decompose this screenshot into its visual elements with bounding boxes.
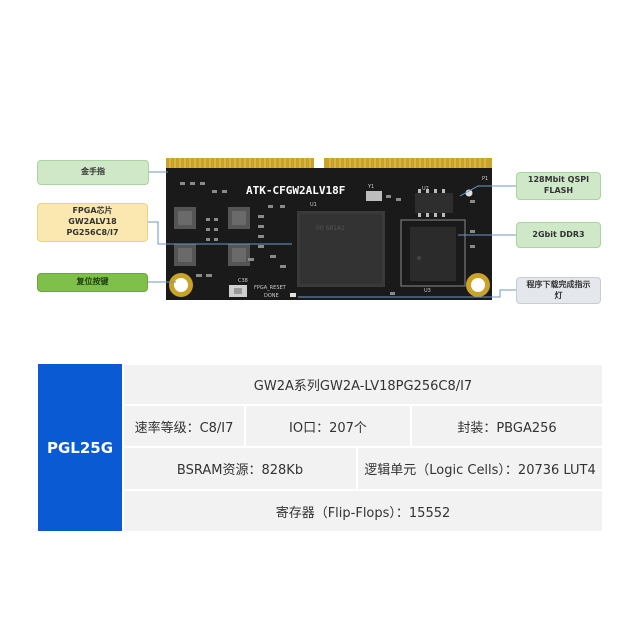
ddr-frame [400, 219, 466, 287]
spec-io: IO口：207个 [289, 420, 367, 436]
callout-led-line2: 灯 [554, 290, 563, 300]
mounting-hole-left [169, 273, 193, 297]
callout-reset-key: 复位按键 [37, 273, 148, 292]
c38-label: C38 [238, 278, 248, 284]
gold-finger-notch [314, 156, 324, 170]
spec-io-cell: IO口：207个 [246, 406, 410, 446]
mounting-hole-right [466, 273, 490, 297]
u3-label: U3 [424, 288, 431, 294]
spec-speed: 速率等级：C8/I7 [134, 420, 234, 436]
done-led [290, 293, 296, 297]
callout-ddr-text: 2Gbit DDR3 [532, 229, 585, 239]
leader-lines [148, 171, 516, 298]
gold-finger-pins [169, 158, 486, 168]
ddr-chip [410, 227, 456, 281]
spec-bsram-cell: BSRAM资源：828Kb [124, 448, 356, 489]
inductors [174, 207, 250, 266]
callout-flash-line1: 128Mbit QSPI [527, 175, 590, 185]
callout-flash: 128Mbit QSPI FLASH [516, 172, 601, 200]
u1-label: U1 [310, 202, 317, 208]
spec-speed-cell: 速率等级：C8/I7 [124, 406, 244, 446]
callout-fpga-chip-line3: PG256C8/I7 [66, 227, 119, 237]
callout-flash-line2: FLASH [543, 186, 574, 195]
callout-led-line1: 程序下载完成指示 [526, 279, 591, 289]
test-point [465, 189, 473, 197]
board-name-silkscreen: ATK-CFGW2ALV18F [246, 184, 345, 197]
fpga-chip-mark: 00 S81A1 [316, 225, 345, 232]
spec-package: 封装：PBGA256 [457, 420, 557, 436]
callout-led: 程序下载完成指示 灯 [516, 277, 601, 304]
y1-label: Y1 [367, 184, 374, 190]
spec-ff: 寄存器（Flip-Flops）：15552 [275, 505, 451, 521]
spec-ff-row: 寄存器（Flip-Flops）：15552 [124, 491, 602, 531]
fpga-reset-label: FPGA_RESET [254, 285, 287, 291]
callout-fpga-chip-line1: FPGA芯片 [72, 206, 113, 216]
spec-logic: 逻辑单元（Logic Cells）：20736 LUT4 [364, 463, 596, 478]
crystal [366, 191, 382, 201]
spec-model-name: PGL25G [46, 438, 114, 457]
u2-label: U2 [422, 186, 429, 192]
done-label: DONE [264, 293, 279, 299]
flash-chip [415, 193, 453, 213]
p1-label: P1 [482, 176, 488, 182]
callout-fpga-chip-line2: GW2ALV18 [68, 217, 117, 227]
board-diagram: ATK-CFGW2ALV18F P1 U1 U2 U3 Y1 00 S81A1 [148, 156, 516, 300]
spec-series: GW2A系列GW2A-LV18PG256C8/I7 [253, 379, 473, 394]
spec-logic-cell: 逻辑单元（Logic Cells）：20736 LUT4 [358, 448, 602, 489]
callout-reset-key-text: 复位按键 [76, 277, 109, 287]
spec-model-block: PGL25G [38, 364, 122, 531]
callout-fpga-chip: FPGA芯片 GW2ALV18 PG256C8/I7 [37, 203, 148, 242]
callout-gold-finger: 金手指 [37, 160, 149, 185]
spec-bsram: BSRAM资源：828Kb [176, 463, 304, 478]
callout-ddr: 2Gbit DDR3 [516, 222, 601, 248]
spec-series-row: GW2A系列GW2A-LV18PG256C8/I7 [124, 365, 602, 404]
callout-gold-finger-text: 金手指 [81, 167, 105, 177]
spec-package-cell: 封装：PBGA256 [412, 406, 602, 446]
passive-components [180, 182, 475, 295]
